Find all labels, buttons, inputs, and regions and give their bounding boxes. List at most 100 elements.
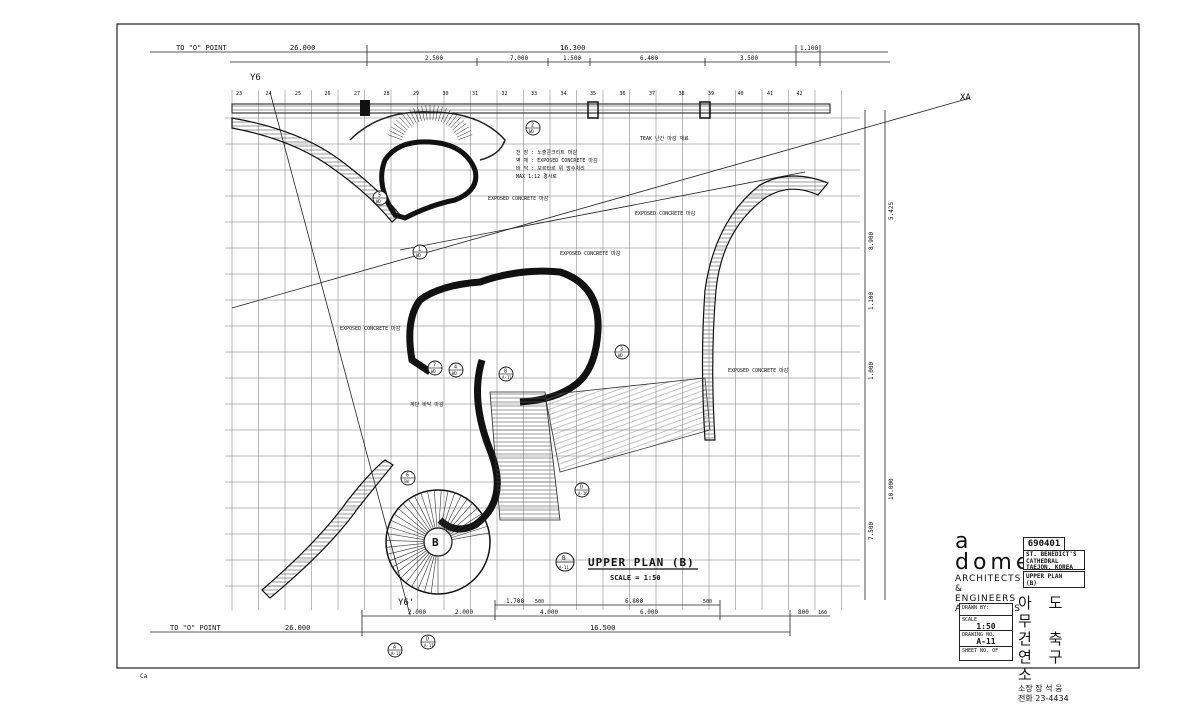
grid-number: 34 <box>561 91 567 97</box>
plan-title: UPPER PLAN (B) <box>588 556 695 569</box>
note-exposed-concrete: EXPOSED CONCRETE 마감 <box>728 367 789 374</box>
section-marker-number: 3 <box>620 347 623 353</box>
section-marker-sheet: WD <box>376 199 381 204</box>
firm-letter-a: a <box>955 529 969 554</box>
right-dim: 7.500 <box>868 522 875 540</box>
title-marker-number: B <box>562 555 566 562</box>
axis-label: Y6 <box>250 73 261 83</box>
right-dim: 8.900 <box>868 232 875 250</box>
drawing-title-block: B A-11 UPPER PLAN (B) SCALE = 1:50 <box>555 552 698 582</box>
west-curved-wall <box>231 117 401 223</box>
section-marker-sheet: WD <box>618 353 623 358</box>
section-marker-sheet: A-11 <box>391 651 401 656</box>
grid-number: 26 <box>325 91 331 97</box>
section-marker: 7WD <box>427 360 443 376</box>
bottom-dim: 16.500 <box>590 624 615 632</box>
bottom-dim: 500 <box>535 599 544 605</box>
note-exposed-concrete: EXPOSED CONCRETE 마감 <box>635 210 696 217</box>
title-marker-sheet: A-11 <box>559 565 569 570</box>
section-marker-number: 6 <box>406 473 409 479</box>
grid-number: 32 <box>502 91 508 97</box>
grid-number: 38 <box>679 91 685 97</box>
section-marker: DA-16 <box>574 482 590 498</box>
note-exposed-concrete: EXPOSED CONCRETE 마감 <box>560 250 621 257</box>
legend-line: 천 장 : 노출콘크리트 마감 <box>516 149 577 156</box>
section-marker: AA-11 <box>387 642 403 658</box>
section-marker-number: D <box>580 485 583 491</box>
section-marker: 1WD <box>412 244 428 260</box>
section-marker-sheet: WD <box>416 253 421 258</box>
legend-line: 바 닥 : 모르타르 위 방수처리 <box>516 165 585 172</box>
firm-logo: a dome ARCHITECTS & ENGINEERS ASSOCIATES <box>955 529 1029 615</box>
grid-number: 40 <box>738 91 744 97</box>
margin-note: Ca <box>140 673 148 680</box>
grid-number: 25 <box>295 91 301 97</box>
note-exposed-concrete: EXPOSED CONCRETE 마감 <box>488 195 549 202</box>
top-dim: 3.500 <box>740 55 758 62</box>
section-marker-sheet: SW <box>404 479 409 484</box>
project-number: 690401 <box>1023 537 1065 551</box>
grid-number: 42 <box>797 91 803 97</box>
right-dim: 1.000 <box>868 362 875 380</box>
firm-subtitle: & <box>955 584 964 594</box>
right-dim: 1.100 <box>868 292 875 310</box>
north-wall <box>231 100 831 119</box>
south-curved-wall <box>437 358 501 533</box>
section-marker: 8A-11 <box>498 366 514 382</box>
upper-room-wall <box>379 139 479 221</box>
bottom-dim: 160 <box>818 610 827 616</box>
central-curved-wall <box>406 267 602 406</box>
top-reference-label: TO "O" POINT <box>176 44 227 52</box>
drawn-by-row: DRAWN BY: <box>960 604 1012 616</box>
project-name-line: ST. BENEDICT'S <box>1026 551 1077 558</box>
section-marker-number: 4 <box>454 365 457 371</box>
section-marker-sheet: A-11 <box>424 643 434 648</box>
section-marker-number: 5 <box>378 193 381 199</box>
section-marker: 2WD <box>525 120 541 136</box>
bottom-dim: 500 <box>703 599 712 605</box>
bottom-dim: 1.700 <box>506 598 524 605</box>
top-dim: 2.500 <box>425 55 443 62</box>
right-dim: 5.425 <box>888 202 895 220</box>
section-marker-number: A <box>393 645 396 651</box>
drawn-by-label: DRAWN BY: <box>962 605 990 611</box>
section-marker: 4WD <box>448 362 464 378</box>
section-marker-number: 2 <box>531 123 534 129</box>
top-dim: 16.300 <box>560 44 585 52</box>
korean-director: 소장 장 석 웅 <box>1018 684 1063 693</box>
bottom-dimension-line <box>150 600 830 636</box>
korean-line: 연 구 소 <box>1018 648 1069 684</box>
section-marker: 6SW <box>400 470 416 486</box>
firm-subtitle: ARCHITECTS <box>955 574 1022 584</box>
korean-line: 건 축 <box>1018 630 1069 648</box>
grid-number: 41 <box>767 91 773 97</box>
bottom-dim: 26.000 <box>285 624 310 632</box>
section-marker-number: 8 <box>504 369 507 375</box>
top-dim: 1.500 <box>563 55 581 62</box>
grid-number: 28 <box>384 91 390 97</box>
section-marker-sheet: WD <box>431 369 436 374</box>
axis-label: Y6' <box>398 598 414 608</box>
top-dim: 6.400 <box>640 55 658 62</box>
section-marker: 5WD <box>372 190 388 206</box>
stair-label: B <box>432 536 439 549</box>
korean-line: 아 도 무 <box>1018 594 1069 630</box>
grid-number: 30 <box>443 91 449 97</box>
scale-value: 1:50 <box>976 622 996 631</box>
note-teak: TEAK 난간 마감 재료 <box>640 135 689 142</box>
bottom-dim: 2.000 <box>455 609 473 616</box>
grid-number: 24 <box>266 91 272 97</box>
project-name-line: TAEJON, KOREA <box>1026 564 1073 571</box>
section-marker-sheet: A-11 <box>502 375 512 380</box>
bottom-dim: 800 <box>798 609 809 616</box>
bottom-reference-label: TO "O" POINT <box>170 624 221 632</box>
note-exposed-concrete: EXPOSED CONCRETE 마감 <box>340 325 401 332</box>
section-marker-sheet: A-16 <box>578 491 588 496</box>
firm-subtitle: ENGINEERS <box>955 594 1017 604</box>
drawing-no-row: DRAWING NO.A-11 <box>960 631 1012 647</box>
sheet-border <box>116 23 1140 669</box>
axis-label: XA <box>960 93 971 103</box>
plan-scale: SCALE = 1:50 <box>610 574 661 582</box>
grid-number: 23 <box>236 91 242 97</box>
